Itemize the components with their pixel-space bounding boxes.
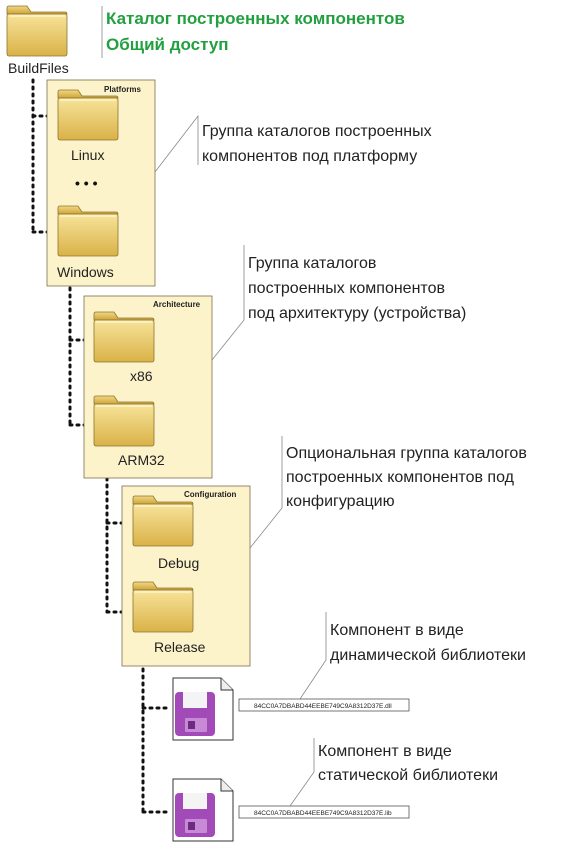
architecture-arm32-label: ARM32 — [118, 452, 165, 468]
configuration-note-line2: построенных компонентов под — [286, 469, 515, 486]
lib-filename-box — [238, 805, 410, 819]
architecture-x86-label: x86 — [130, 368, 153, 384]
dll-callout-line — [299, 612, 327, 700]
buildfiles-folder-icon — [6, 5, 68, 57]
configuration-header: Configuration — [184, 490, 237, 499]
root-title-line1: Каталог построенных компонентов — [106, 9, 405, 28]
architecture-note-line1: Группа каталогов — [248, 255, 376, 272]
debug-folder-icon — [132, 495, 194, 547]
platforms-note-line1: Группа каталогов построенных — [202, 123, 432, 140]
lib-note-line1: Компонент в виде — [318, 743, 452, 760]
platform-windows-label: Windows — [57, 264, 114, 280]
configuration-note-line3: конфигурацию — [286, 493, 395, 510]
configuration-debug-label: Debug — [158, 555, 199, 571]
dll-filename-box — [238, 698, 410, 712]
lib-file-icon — [172, 778, 234, 842]
lib-note-line2: статической библиотеки — [318, 767, 498, 784]
arm32-folder-icon — [93, 395, 155, 447]
architecture-header: Architecture — [153, 300, 201, 309]
root-title-line2: Общий доступ — [106, 35, 229, 54]
platforms-note-line2: компонентов под платформу — [202, 148, 417, 165]
dll-note-line1: Компонент в виде — [330, 622, 464, 639]
tree-connectors — [31, 78, 172, 814]
platforms-ellipsis: • • • — [75, 175, 98, 191]
dll-filename: 84CC0A7DBABD44EEBE749C9A8312D37E.dll — [254, 703, 392, 710]
linux-folder-icon — [57, 89, 119, 141]
x86-folder-icon — [93, 311, 155, 363]
buildfiles-label: BuildFiles — [8, 60, 69, 76]
platforms-callout-line — [154, 114, 199, 173]
windows-folder-icon — [57, 205, 119, 257]
lib-filename: 84CC0A7DBABD44EEBE749C9A8312D37E.lib — [254, 810, 392, 817]
architecture-callout-line — [211, 245, 245, 361]
platform-linux-label: Linux — [71, 147, 104, 163]
architecture-note-line2: построенных компонентов — [248, 280, 445, 297]
architecture-note-line3: под архитектуру (устройства) — [248, 305, 466, 322]
lib-callout-line — [289, 738, 315, 807]
configuration-release-label: Release — [154, 639, 206, 655]
dll-file-icon — [172, 677, 234, 741]
configuration-note-line1: Опциональная группа каталогов — [286, 445, 527, 462]
configuration-callout-line — [249, 436, 283, 549]
release-folder-icon — [132, 581, 194, 633]
dll-note-line2: динамической библиотеки — [330, 647, 526, 664]
platforms-header: Platforms — [104, 85, 141, 94]
